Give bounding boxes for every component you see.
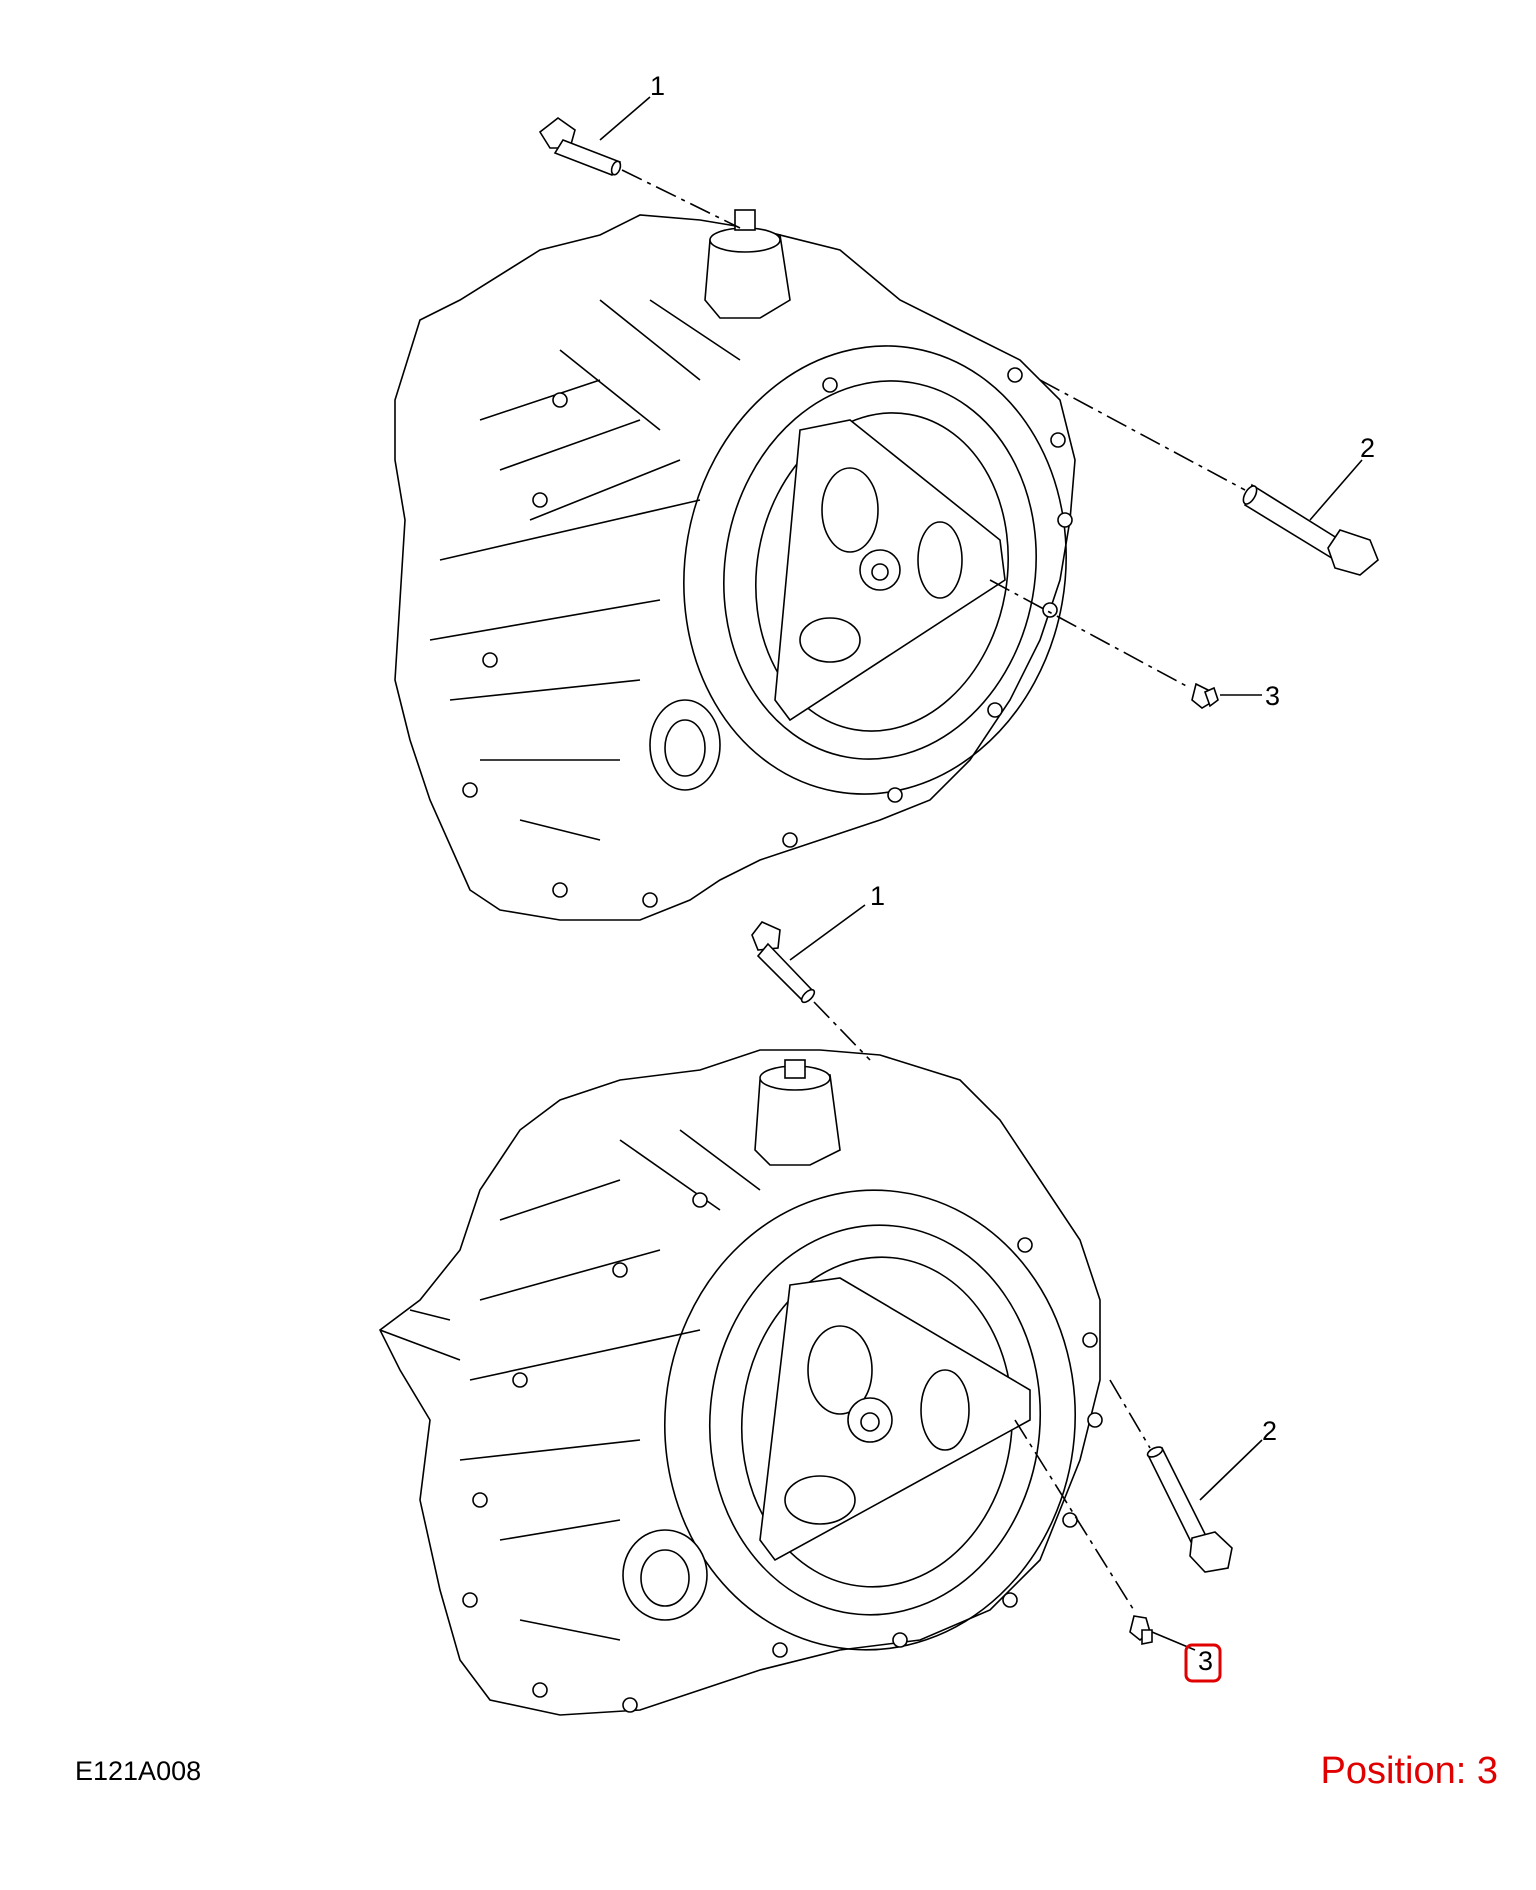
input-shaft-hub-bottom: [847, 1397, 893, 1443]
output-seal-top: [649, 699, 721, 791]
output-seal-bottom: [622, 1529, 708, 1621]
leader-dash-bolt-2-top: [1039, 379, 1246, 491]
flex-plate-window-3-top: [799, 617, 861, 663]
flex-plate-window-2-top: [917, 521, 963, 599]
leader-dash-bolt-1-bottom: [813, 1001, 871, 1061]
callout-leader-1-bottom: [789, 904, 866, 961]
callout-3-highlight-box: [1184, 1643, 1222, 1683]
bolt-2-bottom: [1146, 1446, 1233, 1573]
filter-canister-bottom: [754, 1074, 841, 1166]
callout-leader-2-bottom: [1199, 1439, 1263, 1501]
filter-canister-top: [704, 234, 791, 319]
bolt-2-top: [1242, 483, 1379, 576]
bolt-1-bottom: [751, 921, 816, 1004]
callout-leader-1-top: [599, 96, 651, 141]
transaxle-assembly-top: [394, 209, 1076, 921]
filter-nut-bottom: [784, 1059, 806, 1079]
leader-dash-bolt-2-bottom: [1109, 1379, 1151, 1449]
callout-number-2-bottom: 2: [1262, 1416, 1277, 1446]
bell-housing-flange-top: [683, 345, 1067, 795]
flex-plate-window-1-bottom: [807, 1325, 873, 1415]
output-seal-inner-bottom: [640, 1549, 690, 1607]
callout-number-1-top: 1: [650, 71, 665, 101]
input-shaft-center-top: [871, 563, 889, 581]
flange-bolt-bosses-top: [462, 367, 1073, 908]
input-shaft-center-bottom: [860, 1412, 880, 1432]
case-ribs-top: [429, 299, 741, 841]
transaxle-assembly-bottom: [378, 1049, 1103, 1716]
filter-nut-top: [734, 209, 756, 231]
flex-plate-bottom: [759, 1277, 1031, 1562]
flex-plate-window-1-top: [821, 467, 879, 553]
input-shaft-hub-top: [859, 549, 901, 591]
bolt-3-top: [1191, 682, 1219, 709]
housing-outline-bottom: [378, 1049, 1101, 1716]
callout-number-1-bottom: 1: [870, 881, 885, 911]
bolt-1-top: [538, 117, 622, 176]
callout-number-3-top: 3: [1265, 681, 1280, 711]
callout-number-2-top: 2: [1360, 433, 1375, 463]
case-ribs-bottom: [379, 1129, 761, 1641]
drawing-id: E121A008: [75, 1756, 202, 1786]
filter-cap-top: [709, 227, 781, 253]
flex-plate-window-3-bottom: [784, 1475, 856, 1525]
position-label: Position: 3: [1320, 1750, 1498, 1792]
torque-converter-inner-top: [755, 412, 1009, 732]
callout-leader-2-top: [1309, 459, 1363, 521]
torque-converter-ring-bottom: [708, 1224, 1042, 1616]
flex-plate-window-2-bottom: [920, 1369, 970, 1451]
callout-number-3-bottom: 3: [1198, 1646, 1213, 1676]
leader-dash-bolt-1-top: [621, 169, 741, 229]
bell-housing-flange-bottom: [663, 1189, 1077, 1651]
torque-converter-ring-top: [723, 380, 1037, 760]
bolt-3-bottom: [1129, 1615, 1153, 1645]
torque-converter-inner-bottom: [740, 1256, 1014, 1588]
flange-bolt-bosses-bottom: [462, 1192, 1103, 1713]
output-seal-inner-top: [664, 719, 706, 777]
